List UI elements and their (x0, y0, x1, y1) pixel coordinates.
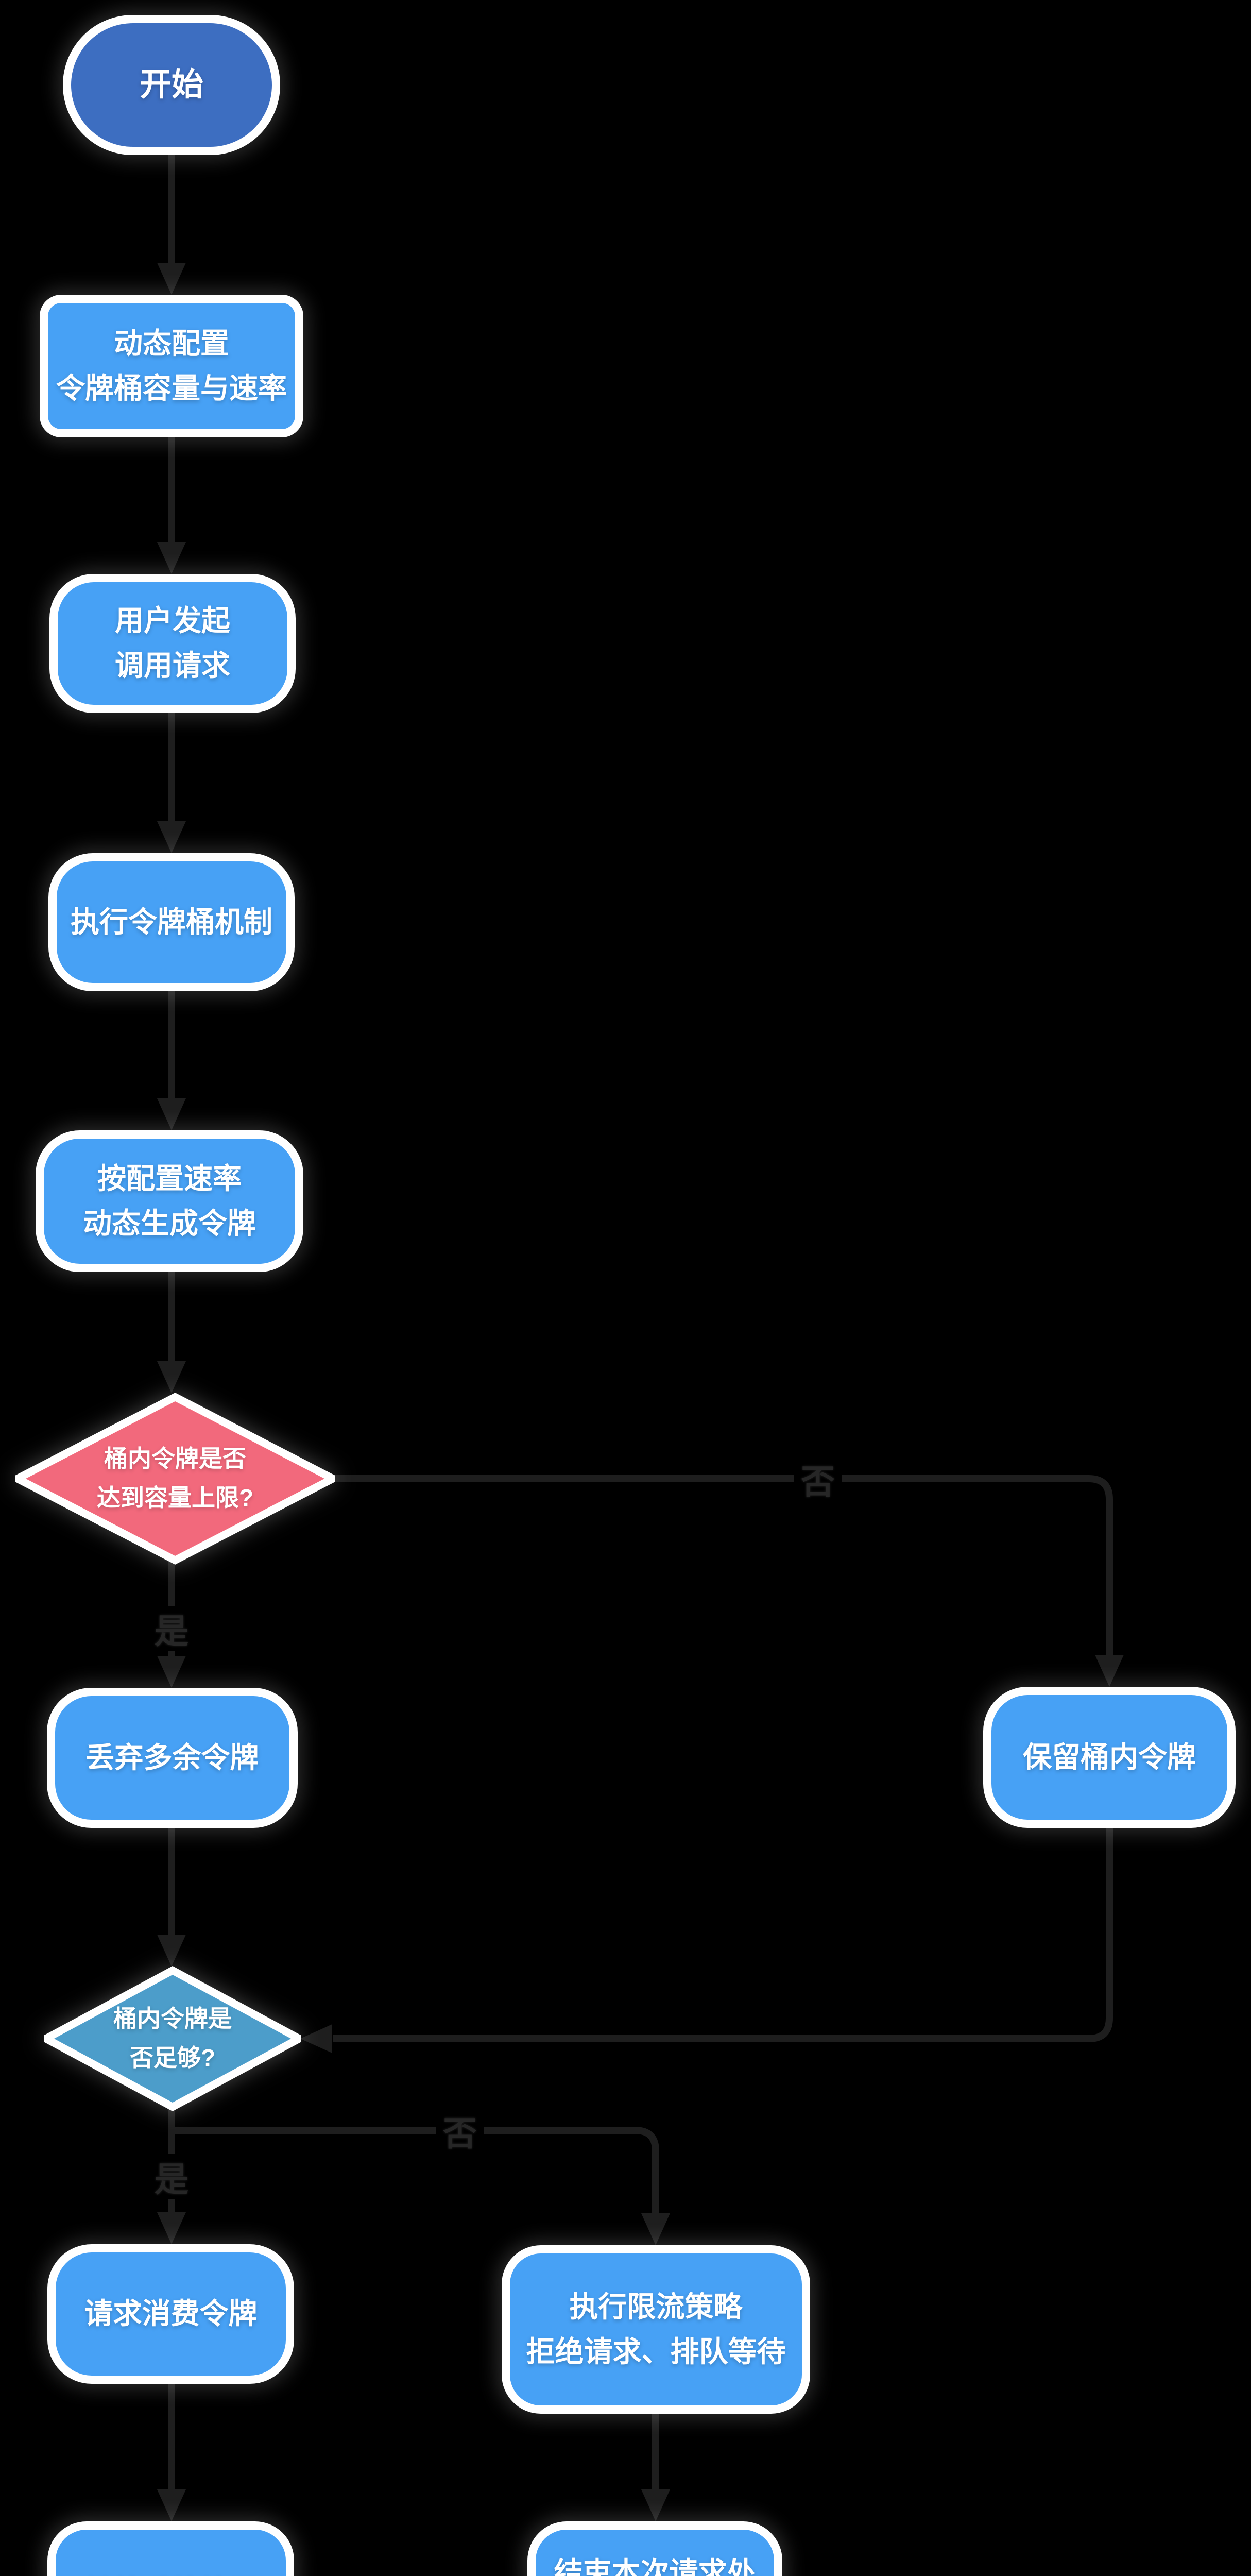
edge-checkcapacity-keep-no (324, 1475, 1113, 1655)
node-continue-processing: 继续后续处理 (56, 2530, 286, 2576)
decision-tokens-enough: 桶内令牌是 否足够? (44, 1964, 301, 2113)
edge-label-yes-enough: 是 (148, 2154, 195, 2199)
decision-capacity-shape (15, 1393, 335, 1565)
decision-enough-shape (44, 1965, 301, 2112)
node-execute-mechanism: 执行令牌桶机制 (57, 861, 286, 983)
node-start: 开始 (71, 23, 272, 147)
node-configure-bucket: 动态配置 令牌桶容量与速率 (48, 303, 295, 429)
arrowhead-down (157, 1935, 186, 1967)
edge-label-no-capacity: 否 (794, 1456, 842, 1502)
arrowheads (157, 263, 1124, 2521)
decision-capacity-label: 桶内令牌是否 达到容量上限? (96, 1445, 254, 1511)
arrowhead-down (641, 2489, 670, 2521)
arrowhead-down (641, 2213, 670, 2245)
edge-label-yes-capacity: 是 (148, 1606, 195, 1651)
arrowhead-down (1095, 1655, 1124, 1687)
arrowhead-down (157, 2489, 186, 2521)
decision-capacity-limit: 桶内令牌是否 达到容量上限? (15, 1391, 335, 1566)
arrowhead-left (300, 2024, 332, 2053)
node-consume-token: 请求消费令牌 (56, 2252, 286, 2376)
arrowhead-down (157, 2212, 186, 2244)
arrowhead-down (157, 263, 186, 295)
arrowhead-down (157, 1656, 186, 1688)
node-keep-tokens: 保留桶内令牌 (991, 1695, 1227, 1820)
arrowhead-down (157, 1361, 186, 1393)
arrowhead-down (157, 1098, 186, 1130)
edge-keep-checkenough (333, 1821, 1113, 2042)
edge-label-no-enough: 否 (436, 2108, 484, 2154)
decision-enough-label: 桶内令牌是 否足够? (113, 2005, 232, 2071)
edge-checkenough-limit-no (172, 2127, 659, 2213)
node-discard-tokens: 丢弃多余令牌 (55, 1696, 289, 1820)
node-limit-strategy: 执行限流策略 拒绝请求、排队等待 (510, 2253, 802, 2405)
node-user-request: 用户发起 调用请求 (58, 582, 287, 705)
arrowhead-down (157, 821, 186, 853)
node-finish-request: 结束本次请求处 理 (536, 2530, 774, 2576)
arrowhead-down (157, 542, 186, 574)
node-generate-tokens: 按配置速率 动态生成令牌 (44, 1139, 295, 1264)
